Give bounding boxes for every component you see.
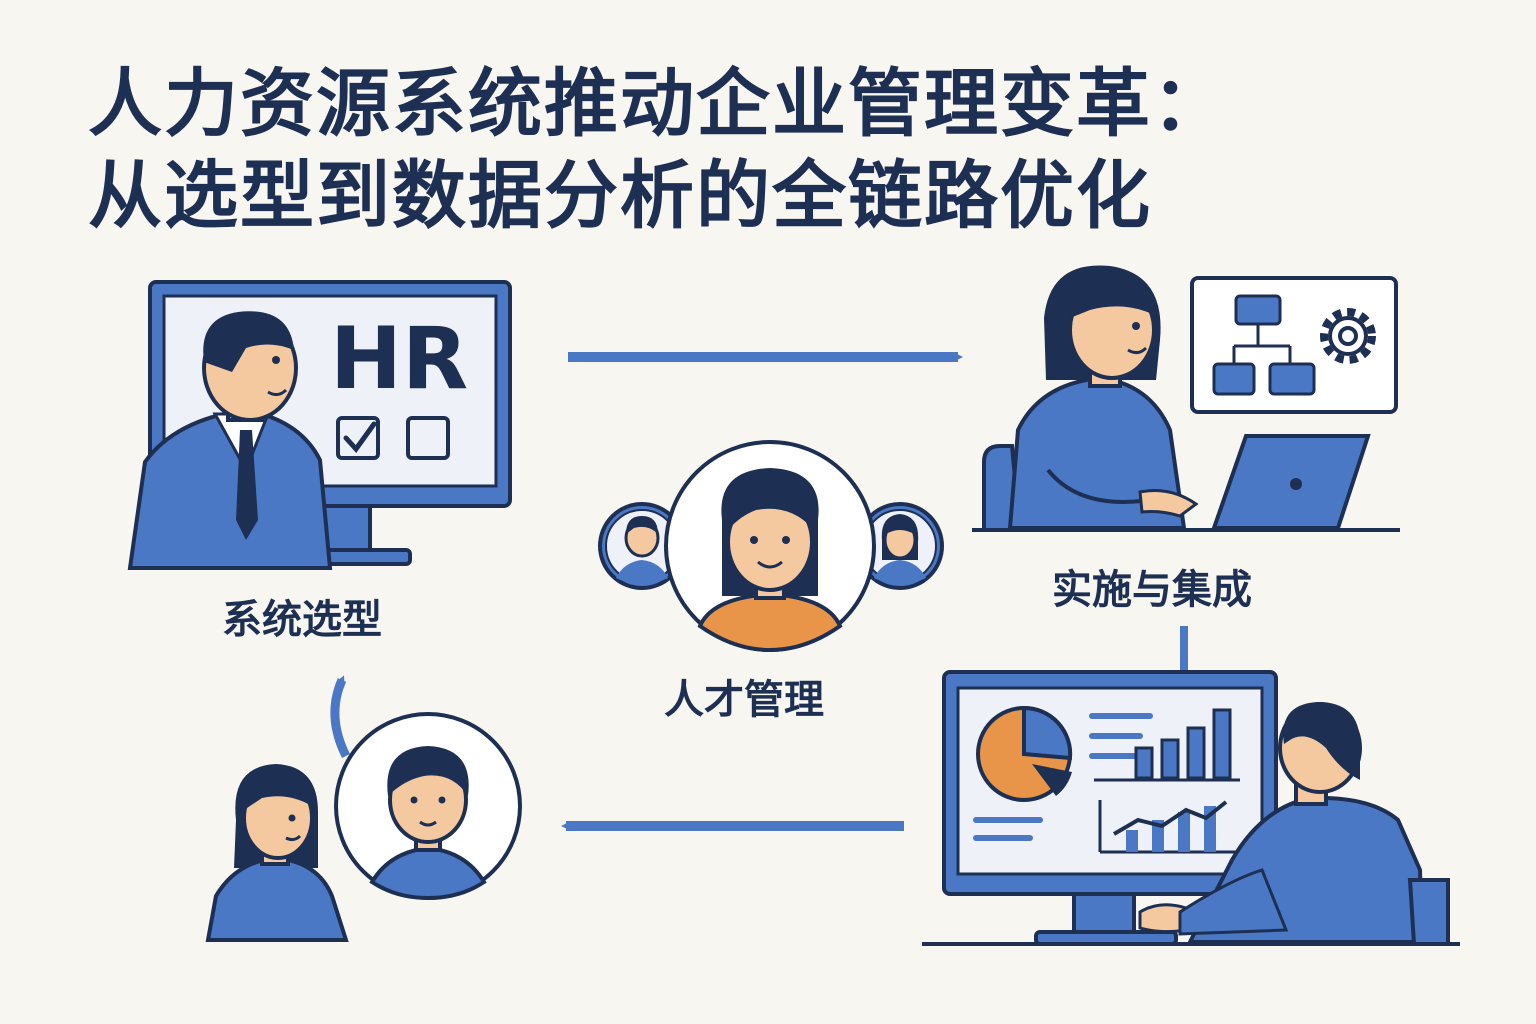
title-line-1: 人力资源系统推动企业管理变革： (88, 61, 1228, 147)
stage-label-implementation: 实施与集成 (1052, 567, 1252, 613)
woman-at-laptop-figure (1007, 265, 1199, 530)
woman-figure (205, 764, 349, 942)
stage-label-selection: 系统选型 (222, 597, 382, 643)
man-avatar-circle (334, 712, 522, 901)
arrow-to-selection (330, 675, 351, 759)
analyst-man-figure (1138, 702, 1450, 946)
unchecked-box-icon (406, 416, 450, 460)
text-lines-icon (973, 713, 1153, 841)
page-title: 人力资源系统推动企业管理变革： 从选型到数据分析的全链路优化 (88, 58, 1228, 242)
businessman-figure (127, 311, 333, 570)
bar-chart-icon (1094, 708, 1240, 782)
implementation-illustration (972, 265, 1400, 532)
hr-screen-text: HR (330, 309, 468, 409)
line-chart-icon (1098, 800, 1240, 854)
analytics-illustration (922, 670, 1460, 946)
title-line-2: 从选型到数据分析的全链路优化 (88, 153, 1152, 239)
main-talent-avatar (664, 440, 876, 653)
pie-chart-icon (976, 705, 1073, 802)
small-avatar-right (856, 502, 944, 590)
team-illustration (205, 675, 522, 942)
gear-icon (1320, 308, 1376, 364)
checked-box-icon (336, 416, 380, 460)
org-chart-gear-panel (1190, 276, 1398, 414)
stage-label-talent: 人才管理 (664, 677, 824, 723)
hr-monitor-illustration: HR (127, 280, 512, 570)
laptop-icon (1211, 434, 1371, 530)
talent-management-hub (598, 440, 944, 653)
